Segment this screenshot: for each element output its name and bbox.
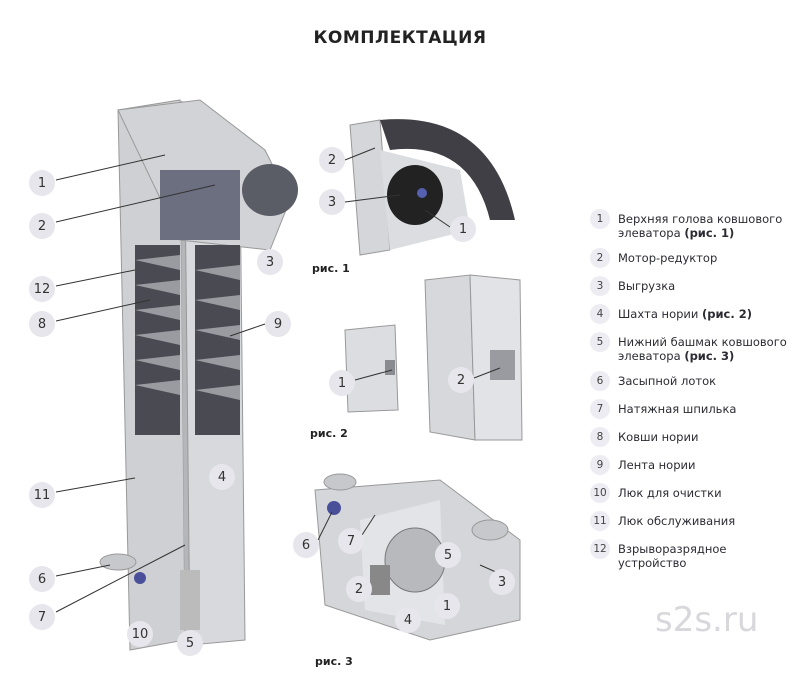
callout-11: 11 — [29, 482, 55, 508]
legend-ref: (рис. 2) — [702, 307, 753, 321]
legend-text: Взрыворазрядное устройство — [618, 542, 727, 570]
legend-item: 3 Выгрузка — [590, 276, 790, 296]
legend-text: Люк обслуживания — [618, 514, 736, 528]
legend-item: 11 Люк обслуживания — [590, 511, 790, 531]
legend-number: 7 — [590, 399, 610, 419]
callout-5: 5 — [177, 630, 203, 656]
fig3-callout-7: 7 — [338, 528, 364, 554]
callout-10: 10 — [127, 621, 153, 647]
legend-text-wrap: Нижний башмак ковшового элеватора (рис. … — [618, 335, 790, 363]
legend-item: 5 Нижний башмак ковшового элеватора (рис.… — [590, 332, 790, 363]
legend-number: 12 — [590, 539, 610, 559]
legend-text-wrap: Взрыворазрядное устройство — [618, 542, 790, 570]
legend-text-wrap: Засыпной лоток — [618, 374, 716, 388]
callout-12: 12 — [29, 276, 55, 302]
legend-number: 5 — [590, 332, 610, 352]
legend-item: 2 Мотор-редуктор — [590, 248, 790, 268]
fig1-callout-2: 2 — [319, 147, 345, 173]
legend-text: Натяжная шпилька — [618, 402, 737, 416]
fig3-callout-4: 4 — [395, 607, 421, 633]
legend-number: 4 — [590, 304, 610, 324]
legend-text-wrap: Люк обслуживания — [618, 514, 735, 528]
legend-number: 1 — [590, 209, 610, 229]
fig1-label: рис. 1 — [312, 262, 350, 275]
legend-item: 8 Ковши нории — [590, 427, 790, 447]
legend-text-wrap: Мотор-редуктор — [618, 251, 717, 265]
legend-text-wrap: Выгрузка — [618, 279, 675, 293]
legend-ref: (рис. 1) — [684, 226, 735, 240]
legend-item: 7 Натяжная шпилька — [590, 399, 790, 419]
legend-text: Ковши нории — [618, 430, 699, 444]
fig1-callout-1: 1 — [450, 216, 476, 242]
components-legend: 1 Верхняя голова ковшового элеватора (рис… — [590, 209, 790, 581]
legend-number: 9 — [590, 455, 610, 475]
legend-item: 9 Лента нории — [590, 455, 790, 475]
legend-item: 12 Взрыворазрядное устройство — [590, 539, 790, 570]
fig1-callout-3: 3 — [319, 189, 345, 215]
legend-text: Выгрузка — [618, 279, 676, 293]
fig3-label: рис. 3 — [315, 655, 353, 668]
page-title: КОМПЛЕКТАЦИЯ — [313, 28, 487, 48]
watermark: s2s.ru — [655, 600, 759, 640]
fig3-callout-5: 5 — [435, 542, 461, 568]
legend-text: Люк для очистки — [618, 486, 722, 500]
callout-4: 4 — [209, 464, 235, 490]
legend-ref: (рис. 3) — [684, 349, 735, 363]
fig2-callout-2: 2 — [448, 367, 474, 393]
callout-7: 7 — [29, 604, 55, 630]
fig3-callout-3: 3 — [489, 569, 515, 595]
legend-number: 10 — [590, 483, 610, 503]
legend-text-wrap: Лента нории — [618, 458, 695, 472]
fig2-illustration — [344, 274, 523, 441]
legend-text: Шахта нории — [618, 307, 699, 321]
fig2-callout-1: 1 — [329, 370, 355, 396]
legend-number: 8 — [590, 427, 610, 447]
callout-3: 3 — [257, 249, 283, 275]
callout-8: 8 — [29, 311, 55, 337]
legend-number: 11 — [590, 511, 610, 531]
legend-item: 10 Люк для очистки — [590, 483, 790, 503]
callout-9: 9 — [265, 311, 291, 337]
legend-text-wrap: Верхняя голова ковшового элеватора (рис.… — [618, 212, 790, 240]
legend-text: Мотор-редуктор — [618, 251, 718, 265]
fig3-callout-1: 1 — [434, 593, 460, 619]
legend-item: 6 Засыпной лоток — [590, 371, 790, 391]
legend-text-wrap: Люк для очистки — [618, 486, 722, 500]
legend-item: 1 Верхняя голова ковшового элеватора (рис… — [590, 209, 790, 240]
legend-text-wrap: Натяжная шпилька — [618, 402, 736, 416]
legend-text: Нижний башмак ковшового элеватора — [618, 335, 787, 363]
callout-6: 6 — [29, 566, 55, 592]
callout-1: 1 — [29, 170, 55, 196]
legend-item: 4 Шахта нории (рис. 2) — [590, 304, 790, 324]
main-elevator-illustration — [99, 99, 298, 651]
fig3-callout-6: 6 — [293, 532, 319, 558]
legend-number: 6 — [590, 371, 610, 391]
legend-number: 3 — [590, 276, 610, 296]
legend-text: Лента нории — [618, 458, 696, 472]
legend-text: Засыпной лоток — [618, 374, 717, 388]
callout-2: 2 — [29, 213, 55, 239]
legend-text: Верхняя голова ковшового элеватора — [618, 212, 783, 240]
fig1-illustration — [344, 119, 515, 256]
legend-number: 2 — [590, 248, 610, 268]
fig2-label: рис. 2 — [310, 427, 348, 440]
fig3-illustration — [314, 473, 521, 641]
legend-text-wrap: Ковши нории — [618, 430, 698, 444]
fig3-callout-2: 2 — [346, 576, 372, 602]
legend-text-wrap: Шахта нории (рис. 2) — [618, 307, 752, 321]
